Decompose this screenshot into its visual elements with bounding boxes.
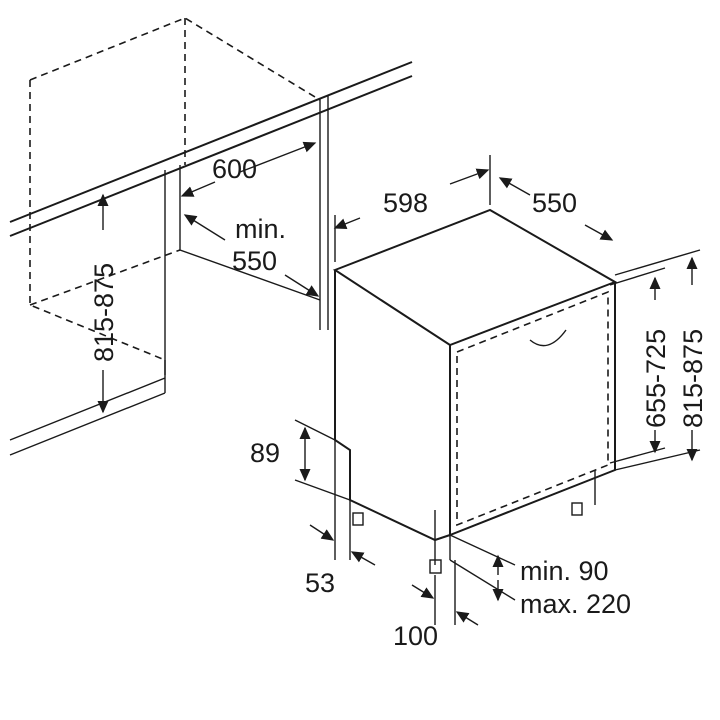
plinth-setback-label: 53 — [305, 568, 335, 598]
foot-icon — [352, 512, 364, 526]
kitchen-cabinet — [9, 17, 413, 456]
appliance-width-label: 598 — [383, 188, 428, 218]
foot-icon — [571, 502, 583, 516]
cabinet-depth-min-label: min. — [235, 214, 286, 244]
dimension-lines — [97, 141, 701, 626]
foot-offset-label: 100 — [393, 621, 438, 651]
cabinet-depth-label: 550 — [232, 246, 277, 276]
foot-icon — [429, 559, 442, 574]
appliance-depth-label: 550 — [532, 188, 577, 218]
door-handle-icon — [529, 329, 567, 347]
dishwasher — [332, 208, 618, 574]
appliance-height-label: 815-875 — [678, 329, 708, 428]
plinth-min-label: min. 90 — [520, 556, 609, 586]
cabinet-width-label: 600 — [212, 154, 257, 184]
cabinet-height-label: 815-875 — [89, 263, 119, 362]
door-height-label: 655-725 — [641, 329, 671, 428]
plinth-max-label: max. 220 — [520, 589, 631, 619]
plinth-height-label: 89 — [250, 438, 280, 468]
